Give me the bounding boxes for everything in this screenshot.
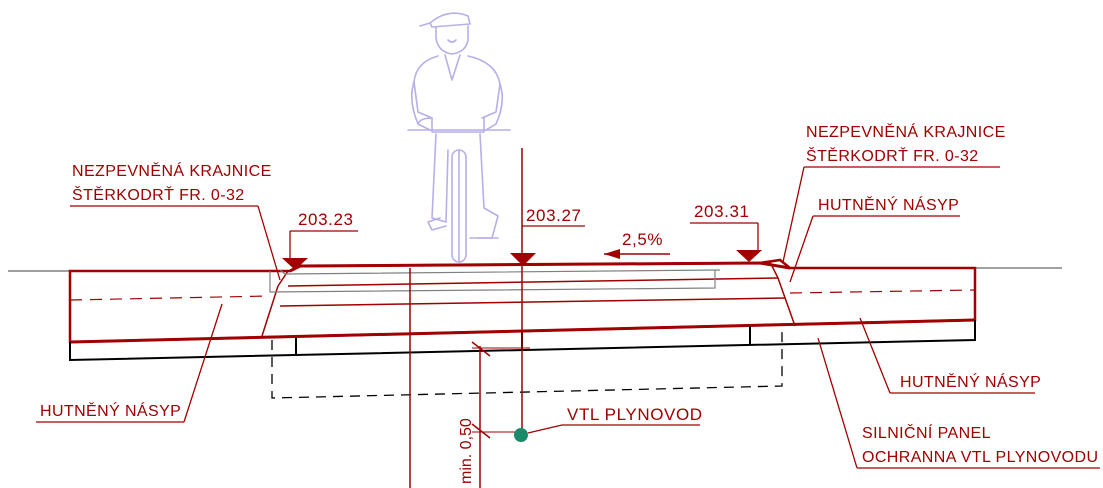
elevation-center-label: 203.27 [526,206,582,225]
right-embankment-mid-label: HUTNĚNÝ NÁSYP [900,372,1041,391]
left-embankment-label: HUTNĚNÝ NÁSYP [40,401,181,420]
min-depth-label: min. 0,50 [458,418,475,484]
slope-annotation: 2,5% [604,230,670,259]
panel-line1: SILNIČNÍ PANEL [862,423,991,442]
right-embankment-mid-callout: HUTNĚNÝ NÁSYP [859,317,1041,394]
left-shoulder-callout: NEZPEVNĚNÁ KRAJNICE ŠTĚRKODRŤ FR. 0-32 [70,161,281,281]
elevation-center: 203.27 [510,206,585,266]
elevation-left-label: 203.23 [298,210,354,229]
left-shoulder-line1: NEZPEVNĚNÁ KRAJNICE [72,161,272,180]
triangle-down-marker-icon [736,250,762,262]
elevation-left: 203.23 [282,210,358,270]
triangle-down-marker-icon [510,253,536,266]
cyclist-icon [407,12,511,263]
right-shoulder-line1: NEZPEVNĚNÁ KRAJNICE [806,122,1006,141]
right-embankment-top-callout: HUTNĚNÝ NÁSYP [789,195,960,283]
gas-pipeline-label: VTL PLYNOVOD [567,405,703,424]
right-shoulder-callout: NEZPEVNĚNÁ KRAJNICE ŠTĚRKODRŤ FR. 0-32 [782,122,1006,263]
elevation-right: 203.31 [690,202,762,262]
elevation-right-label: 203.31 [694,202,750,221]
right-embankment-top-label: HUTNĚNÝ NÁSYP [818,195,959,214]
existing-pavement [269,269,721,293]
panel-line2: OCHRANNA VTL PLYNOVODU [862,449,1098,466]
axis-lines [409,148,523,488]
triangle-down-marker-icon [282,258,308,270]
min-depth-dimension [471,341,530,488]
right-shoulder-line2: ŠTĚRKODRŤ FR. 0-32 [806,146,979,165]
left-shoulder-line2: ŠTĚRKODRŤ FR. 0-32 [72,185,245,204]
terrain-line [8,267,1062,272]
left-embankment-callout: HUTNĚNÝ NÁSYP [36,303,223,423]
slope-label: 2,5% [622,230,663,249]
protection-trench [271,326,783,399]
pipeline-dot-icon [514,428,528,442]
panel-callout: SILNIČNÍ PANEL OCHRANNA VTL PLYNOVODU [817,337,1100,469]
